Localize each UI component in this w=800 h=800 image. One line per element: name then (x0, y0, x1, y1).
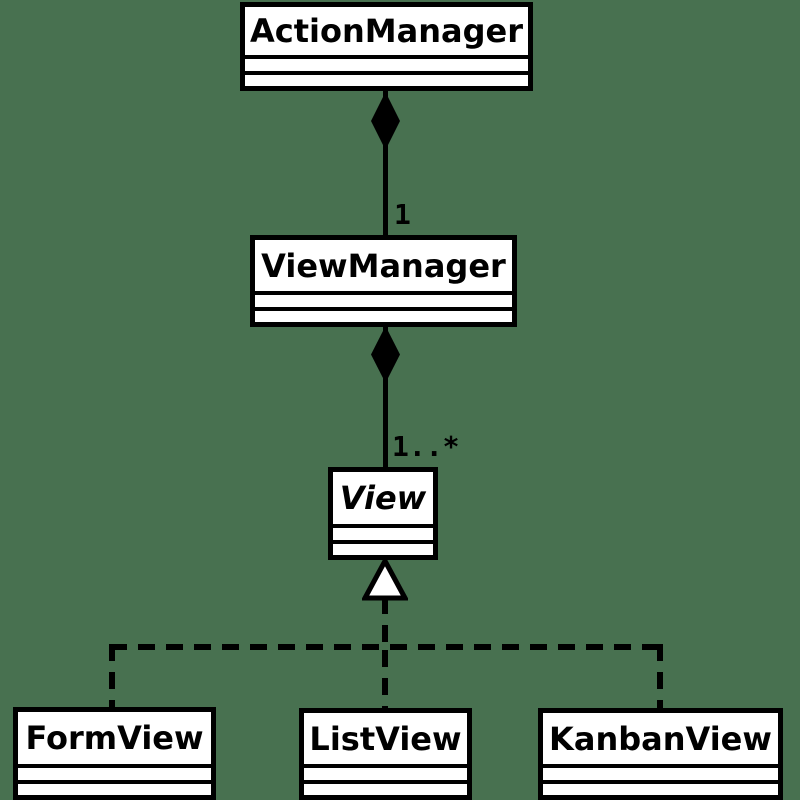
attributes-compartment (18, 764, 211, 780)
class-title: ListView (309, 719, 462, 758)
composition-line-actionmanager-viewmanager (383, 91, 388, 235)
class-box-view: View (328, 467, 438, 560)
attributes-compartment (255, 291, 512, 307)
composition-diamond-icon (371, 92, 400, 150)
inheritance-triangle-icon (362, 558, 408, 601)
methods-compartment (543, 780, 778, 795)
attributes-compartment (543, 764, 778, 780)
class-box-kanbanview: KanbanView (538, 708, 783, 800)
composition-line-viewmanager-view (383, 327, 388, 467)
methods-compartment (18, 780, 211, 795)
attributes-compartment (245, 55, 528, 71)
class-title: ActionManager (250, 12, 523, 50)
class-title: ViewManager (261, 246, 506, 285)
inheritance-dashed-drop-kanbanview (657, 644, 663, 708)
methods-compartment (245, 71, 528, 86)
inheritance-dashed-drop-listview (382, 650, 388, 708)
multiplicity-label: 1 (394, 198, 411, 231)
multiplicity-label: 1..* (392, 430, 460, 463)
class-box-viewmanager: ViewManager (250, 235, 517, 327)
attributes-compartment (304, 764, 467, 780)
attributes-compartment (333, 524, 433, 540)
class-title: FormView (25, 719, 204, 757)
class-title: View (339, 479, 427, 517)
inheritance-dashed-stem (382, 597, 388, 645)
inheritance-dashed-drop-formview (109, 644, 115, 708)
inheritance-dashed-crossbar (110, 644, 663, 650)
class-box-formview: FormView (13, 707, 216, 800)
methods-compartment (304, 780, 467, 795)
methods-compartment (255, 307, 512, 322)
methods-compartment (333, 540, 433, 555)
class-title: KanbanView (549, 719, 772, 758)
composition-diamond-icon (371, 326, 400, 383)
class-box-listview: ListView (299, 708, 472, 800)
class-box-actionmanager: ActionManager (240, 2, 533, 91)
